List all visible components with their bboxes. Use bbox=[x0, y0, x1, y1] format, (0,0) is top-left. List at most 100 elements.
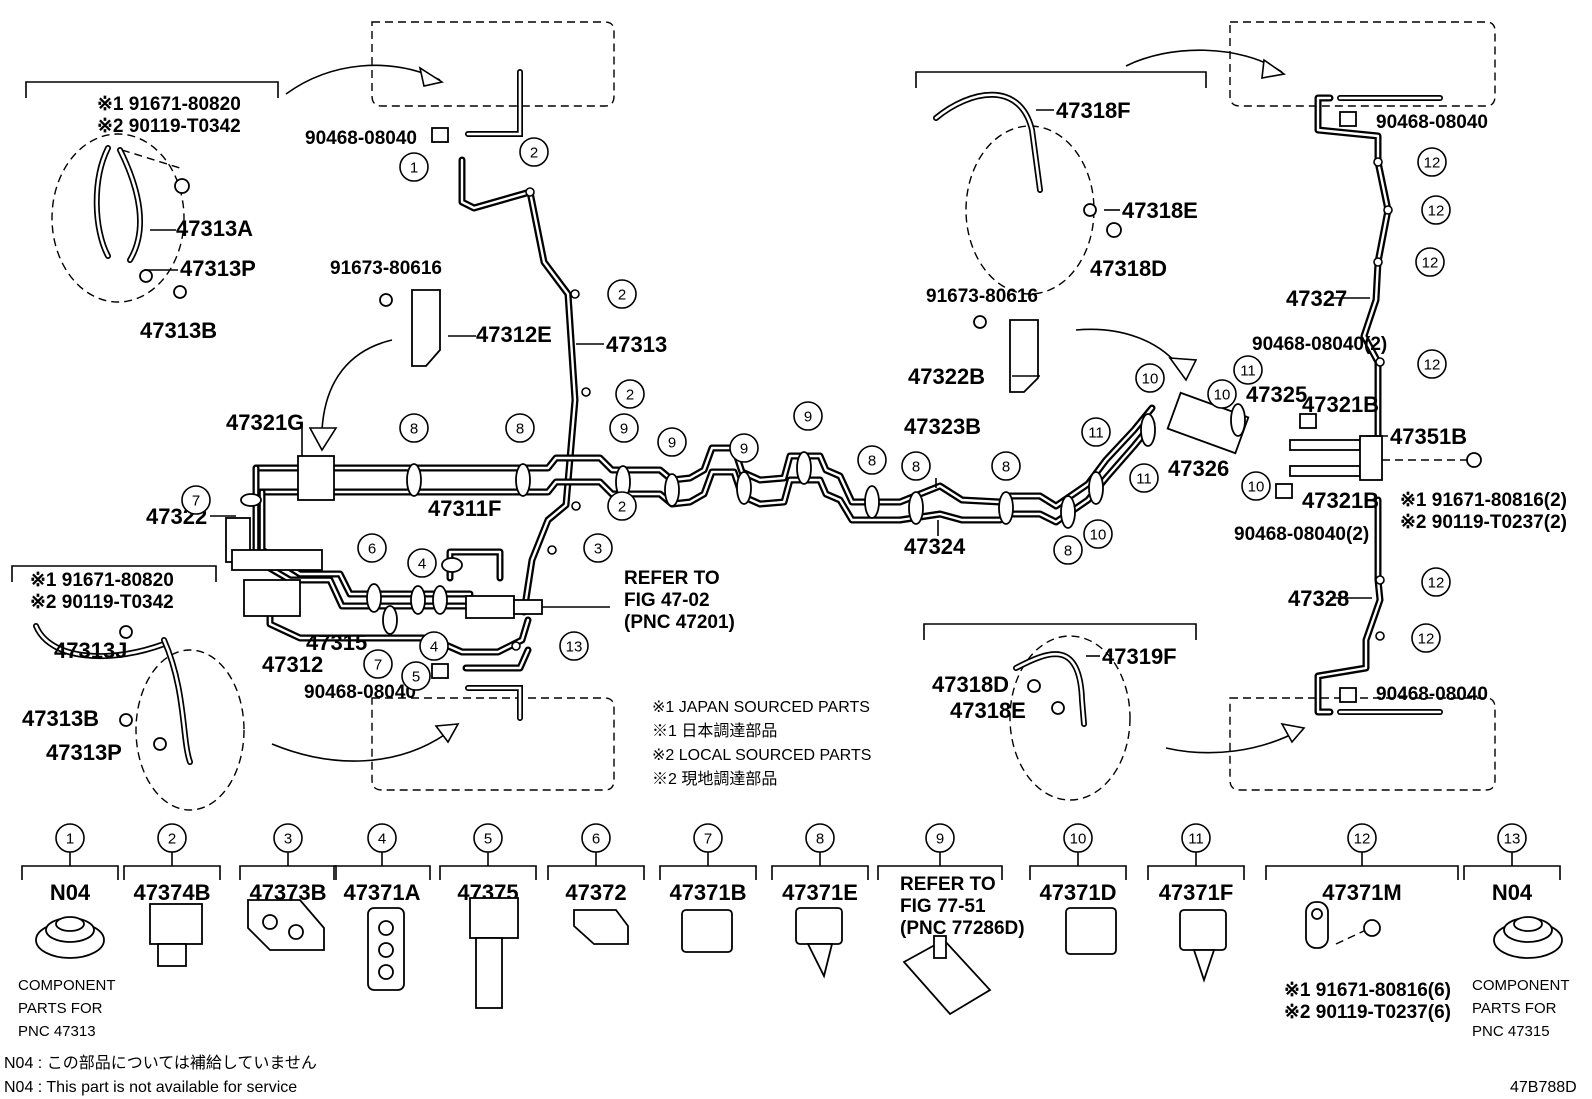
footer: N04 : この部品については補給していません N04 : This part … bbox=[4, 1054, 1577, 1096]
svg-text:13: 13 bbox=[1504, 831, 1521, 848]
refer9-line1: REFER TO bbox=[900, 874, 996, 895]
label-47326: 47326 bbox=[1168, 456, 1229, 481]
figure-code: 47B788D bbox=[1510, 1079, 1577, 1096]
svg-text:9: 9 bbox=[620, 421, 628, 438]
svg-text:12: 12 bbox=[1422, 255, 1439, 272]
parts-row-captions: COMPONENT PARTS FOR PNC 47313 REFER TO F… bbox=[18, 874, 1570, 1040]
callout-8: 8 bbox=[505, 413, 535, 443]
svg-text:3: 3 bbox=[284, 831, 292, 848]
callout-10: 10 bbox=[1135, 363, 1165, 393]
parts-row-label: 47371B bbox=[669, 880, 746, 905]
group-brackets bbox=[11, 71, 1207, 640]
svg-text:11: 11 bbox=[1136, 471, 1152, 488]
svg-text:9: 9 bbox=[668, 435, 676, 452]
parts-row-label: 47371D bbox=[1039, 880, 1116, 905]
pipe-clips bbox=[240, 157, 1393, 651]
svg-text:12: 12 bbox=[1428, 575, 1445, 592]
footer-n04-jp: N04 : この部品については補給していません bbox=[4, 1054, 317, 1072]
label-47313A: 47313A bbox=[176, 216, 253, 241]
svg-text:12: 12 bbox=[1418, 631, 1435, 648]
note12-line2: ※2 90119-T0237(6) bbox=[1284, 1002, 1451, 1023]
label-47313J: 47313J bbox=[54, 638, 127, 663]
label-47324: 47324 bbox=[904, 534, 966, 559]
label-47321B-top: 47321B bbox=[1302, 392, 1379, 417]
svg-text:7: 7 bbox=[374, 657, 382, 674]
svg-text:8: 8 bbox=[868, 453, 876, 470]
label-90468-2a: 90468-08040(2) bbox=[1252, 334, 1387, 355]
parts-row-item-6: 6 47372 bbox=[547, 823, 645, 905]
svg-text:10: 10 bbox=[1214, 387, 1231, 404]
parts-row-item-9: 9 bbox=[877, 823, 1003, 880]
callout-8: 8 bbox=[399, 413, 429, 443]
svg-text:12: 12 bbox=[1424, 357, 1441, 374]
callout-8: 8 bbox=[1053, 535, 1083, 565]
label-91673-right: 91673-80616 bbox=[926, 286, 1038, 307]
callout-12: 12 bbox=[1417, 147, 1447, 177]
legend-line2: ※1 日本調達部品 bbox=[652, 722, 777, 740]
callout-10: 10 bbox=[1241, 471, 1271, 501]
label-47318D-top: 47318D bbox=[1090, 256, 1167, 281]
note1-top: ※1 91671-80820 bbox=[97, 94, 241, 115]
callout-5: 5 bbox=[401, 661, 431, 691]
callout-12: 12 bbox=[1411, 623, 1441, 653]
callout-9: 9 bbox=[793, 401, 823, 431]
svg-text:10: 10 bbox=[1142, 371, 1159, 388]
parts-row-label: 47371M bbox=[1322, 880, 1402, 905]
svg-text:4: 4 bbox=[430, 639, 438, 656]
svg-text:12: 12 bbox=[1428, 203, 1445, 220]
label-47322B: 47322B bbox=[908, 364, 985, 389]
label-47311F: 47311F bbox=[428, 496, 501, 521]
note2-right: ※2 90119-T0237(2) bbox=[1400, 512, 1567, 533]
callout-12: 12 bbox=[1421, 567, 1451, 597]
svg-text:8: 8 bbox=[410, 421, 418, 438]
label-90468-2b: 90468-08040(2) bbox=[1234, 524, 1369, 545]
callout-9: 9 bbox=[609, 413, 639, 443]
label-47313B-top: 47313B bbox=[140, 318, 217, 343]
svg-text:8: 8 bbox=[1064, 543, 1072, 560]
label-47328: 47328 bbox=[1288, 586, 1349, 611]
label-47323B: 47323B bbox=[904, 414, 981, 439]
callout-2: 2 bbox=[607, 279, 637, 309]
refer-line3: (PNC 47201) bbox=[624, 612, 735, 633]
svg-text:4: 4 bbox=[378, 831, 386, 848]
svg-text:11: 11 bbox=[1188, 831, 1204, 848]
svg-text:12: 12 bbox=[1424, 155, 1441, 172]
callout-7: 7 bbox=[363, 649, 393, 679]
label-47313: 47313 bbox=[606, 332, 667, 357]
callout-2: 2 bbox=[519, 137, 549, 167]
callout-11: 11 bbox=[1129, 463, 1159, 493]
callout-10: 10 bbox=[1083, 519, 1113, 549]
label-47313P-top: 47313P bbox=[180, 256, 256, 281]
label-90468-b: 90468-08040 bbox=[304, 682, 416, 703]
note1-mid: ※1 91671-80820 bbox=[30, 570, 174, 591]
svg-text:9: 9 bbox=[740, 441, 748, 458]
parts-row-label: 47371F bbox=[1159, 880, 1234, 905]
parts-row-label: 47374B bbox=[133, 880, 210, 905]
parts-row-label: 47372 bbox=[565, 880, 626, 905]
callout-13: 13 bbox=[559, 631, 589, 661]
legend-line4: ※2 現地調達部品 bbox=[652, 770, 777, 788]
svg-text:1: 1 bbox=[410, 160, 418, 177]
callout-1: 1 bbox=[399, 152, 429, 182]
svg-text:2: 2 bbox=[168, 831, 176, 848]
master-cylinder-area bbox=[225, 391, 1480, 619]
callout-8: 8 bbox=[901, 451, 931, 481]
label-47325: 47325 bbox=[1246, 382, 1307, 407]
callout-12: 12 bbox=[1417, 349, 1447, 379]
label-47321B-bot: 47321B bbox=[1302, 488, 1379, 513]
callout-4: 4 bbox=[407, 548, 437, 578]
parts-legend-row: 1N04247374B347373B447371A547375647372747… bbox=[21, 823, 1561, 905]
label-47313P-bot: 47313P bbox=[46, 740, 122, 765]
comp-right-line3: PNC 47315 bbox=[1472, 1023, 1550, 1040]
flex-hoses bbox=[33, 91, 1482, 765]
comp-left-line3: PNC 47313 bbox=[18, 1023, 96, 1040]
svg-text:5: 5 bbox=[412, 669, 420, 686]
svg-text:6: 6 bbox=[592, 831, 600, 848]
refer9-line2: FIG 77-51 bbox=[900, 896, 986, 917]
svg-text:8: 8 bbox=[912, 459, 920, 476]
detail-boxes bbox=[371, 21, 1496, 791]
callout-8: 8 bbox=[857, 445, 887, 475]
